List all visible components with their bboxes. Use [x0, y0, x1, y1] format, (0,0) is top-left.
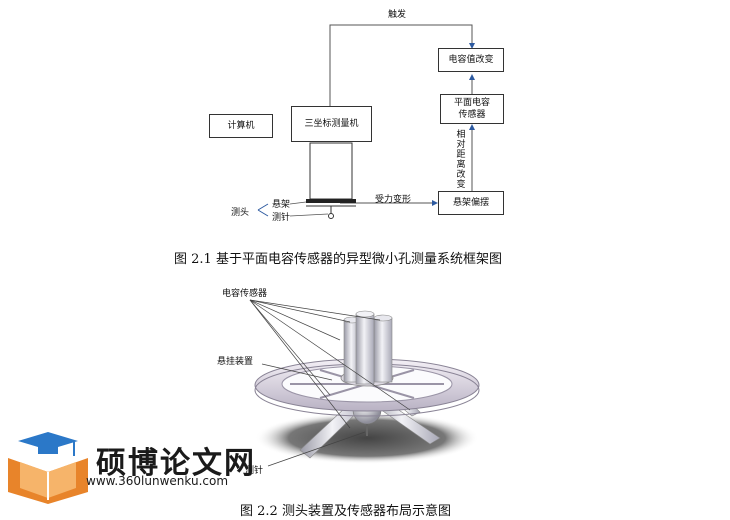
suspension-label: 悬架 [272, 200, 291, 210]
trigger-label: 触发 [388, 10, 407, 20]
suspension-offset-box: 悬架偏摆 [438, 191, 504, 215]
capacitance-change-box: 电容值改变 [438, 48, 504, 72]
stylus-label: 测针 [272, 213, 291, 223]
relative-distance-label: 相对距离改变 [456, 130, 466, 190]
computer-box: 计算机 [209, 114, 273, 138]
computer-label: 计算机 [227, 121, 255, 131]
suspension-device-label: 悬挂装置 [217, 357, 254, 367]
cmm-label: 三坐标测量机 [304, 119, 359, 129]
sensor-label: 平面电容 传感器 [453, 98, 490, 120]
figure-2-2-caption: 图 2.2 测头装置及传感器布局示意图 [240, 504, 451, 519]
suspension-offset-label: 悬架偏摆 [452, 198, 489, 208]
probe-head-label: 测头 [231, 208, 250, 218]
figure-2-1-caption: 图 2.1 基于平面电容传感器的异型微小孔测量系统框架图 [174, 252, 502, 267]
capacitive-sensor-label: 电容传感器 [222, 289, 268, 299]
planar-capacitive-sensor-box: 平面电容 传感器 [440, 94, 504, 124]
stylus-label-fig2: 测针 [245, 466, 264, 476]
watermark-site-name: 硕博论文网 [96, 446, 256, 481]
cmm-box: 三坐标测量机 [291, 106, 372, 142]
capacitance-change-label: 电容值改变 [448, 55, 494, 65]
watermark-site-url: www.360lunwenku.com [86, 474, 229, 488]
force-deform-label: 受力变形 [375, 195, 412, 205]
